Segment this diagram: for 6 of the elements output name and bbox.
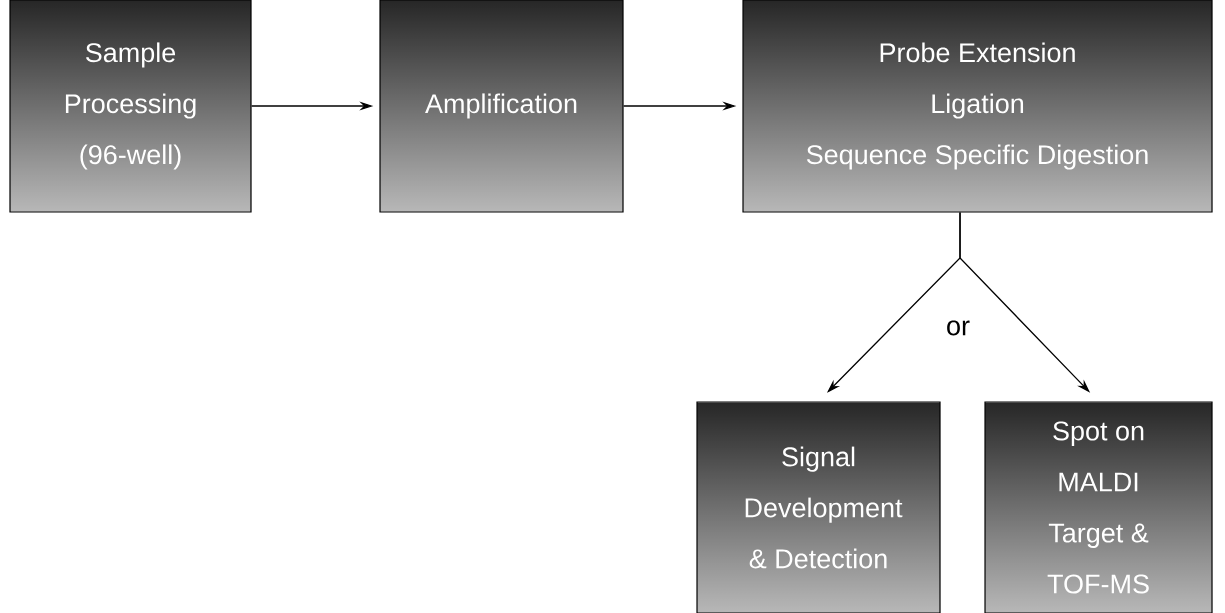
process-box: Amplification (379, 0, 624, 213)
process-box: Spot on MALDI Target & TOF-MS (984, 401, 1213, 613)
branch-label: or (947, 320, 970, 336)
process-box: Probe Extension Ligation Sequence Specific Digestion (742, 0, 1213, 213)
process-box: Signal Development & Detection (696, 401, 941, 613)
process-box: Sample Processing (96-well) (9, 0, 252, 213)
